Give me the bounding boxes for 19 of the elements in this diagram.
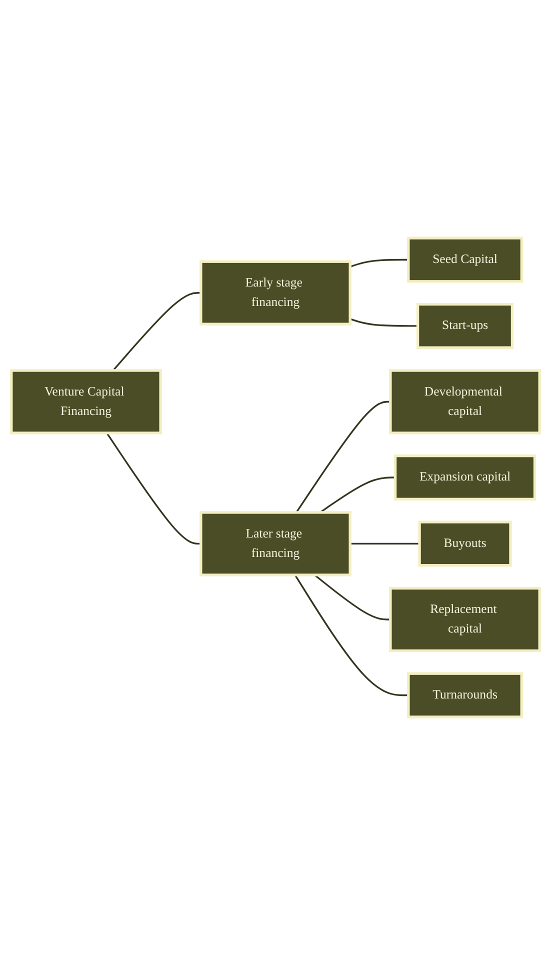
node-box: Turnarounds: [407, 672, 523, 718]
connector: [294, 574, 408, 696]
node-box: Seed Capital: [407, 236, 523, 283]
connector: [350, 542, 420, 545]
node-box: Start-ups: [416, 302, 514, 349]
node-box: Replacement capital: [389, 586, 541, 652]
connector: [112, 292, 201, 372]
node-box: Later stage financing: [200, 511, 352, 576]
connector: [106, 432, 201, 545]
connector: [314, 574, 390, 620]
node-box: Developmental capital: [389, 369, 541, 434]
node-box: Early stage financing: [200, 260, 352, 326]
connector: [350, 258, 408, 268]
node-box: Venture Capital Financing: [10, 369, 162, 434]
connector: [296, 400, 390, 513]
node-box: Buyouts: [418, 520, 512, 567]
connector: [320, 476, 396, 514]
connector: [350, 318, 418, 327]
node-box: Expansion capital: [394, 454, 536, 501]
